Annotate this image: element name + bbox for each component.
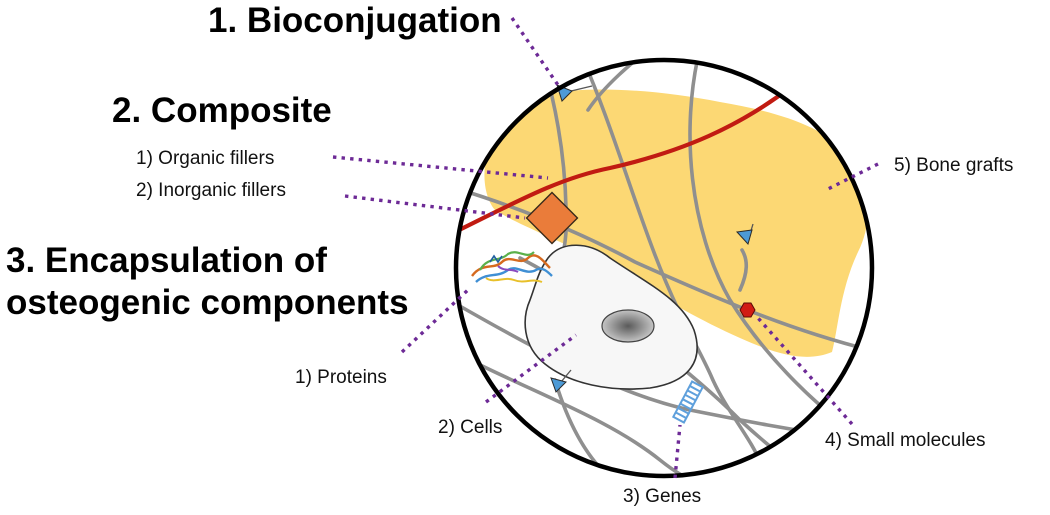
protein-ribbon-icon (471, 251, 553, 283)
label-inorganic-fillers: 2) Inorganic fillers (136, 180, 286, 201)
leader-small-molecules (756, 316, 854, 426)
leader-proteins (400, 286, 472, 354)
label-bone-grafts: 5) Bone grafts (894, 155, 1013, 176)
fiber (553, 378, 612, 476)
heading-encapsulation-line1: 3. Encapsulation of (6, 241, 327, 280)
bone-graft-region (484, 89, 868, 357)
blue-triangle-icon (550, 377, 567, 393)
leader-organic-fillers (332, 155, 549, 180)
label-proteins: 1) Proteins (295, 367, 387, 388)
heading-encapsulation-line2: osteogenic components (6, 283, 409, 322)
leader-bone-grafts (825, 162, 879, 192)
fiber (468, 358, 702, 476)
organic-filler-fiber (456, 77, 803, 235)
fiber (688, 60, 847, 427)
blue-triangle-icon (735, 229, 753, 245)
heading-bioconjugation: 1. Bioconjugation (208, 1, 502, 40)
fiber (738, 248, 749, 292)
leader-bioconjugation (510, 17, 562, 89)
label-small-molecules: 4) Small molecules (825, 430, 986, 451)
leader-genes (673, 424, 682, 479)
scaffold-interior (456, 60, 872, 476)
cell-nucleus (601, 309, 655, 343)
dna-helix-icon (671, 380, 705, 424)
orange-diamond-icon (525, 191, 579, 245)
fiber (586, 60, 662, 112)
heading-composite: 2. Composite (112, 91, 332, 130)
fiber (456, 186, 872, 352)
scaffold-circle (453, 57, 875, 479)
label-cells: 2) Cells (438, 417, 502, 438)
label-genes: 3) Genes (623, 486, 701, 507)
leader-cells (484, 333, 578, 404)
hexagon-icon (739, 302, 756, 318)
ligand-stalk (560, 369, 572, 383)
label-organic-fillers: 1) Organic fillers (136, 148, 274, 169)
